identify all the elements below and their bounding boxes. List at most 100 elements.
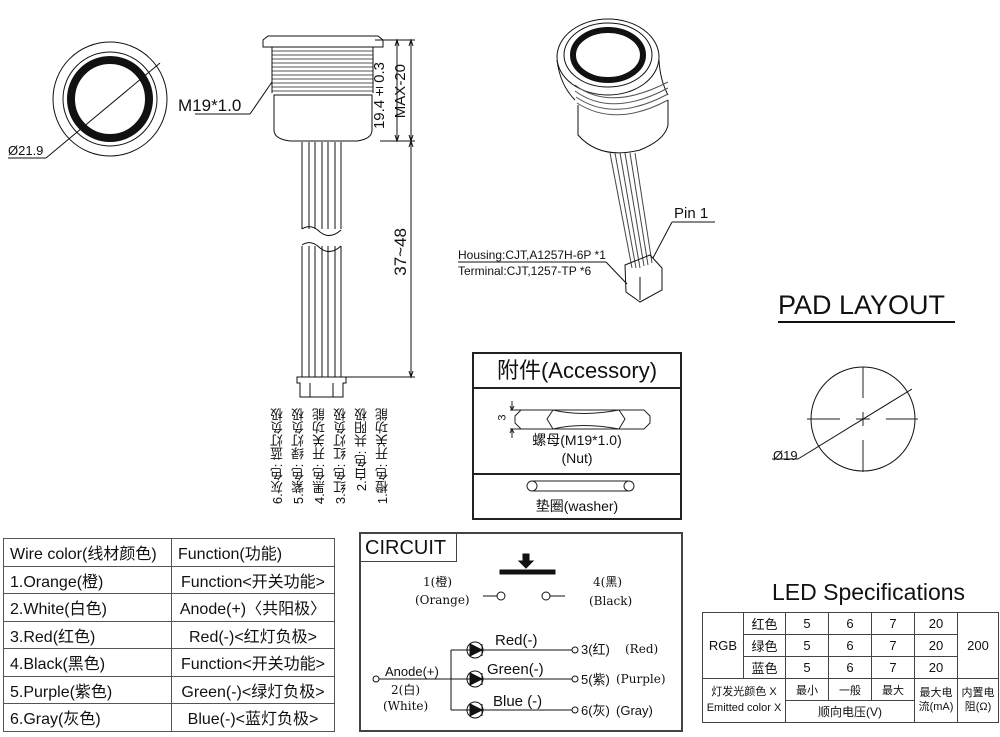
led-red-label: Red(-)	[495, 632, 538, 649]
pin1-leader	[652, 221, 673, 259]
circuit-title: CIRCUIT	[361, 534, 457, 562]
table-footer-row: 灯发光颜色 X Emitted color X 最小 一般 最大 最大电流(mA…	[702, 678, 999, 723]
switch-right-color: (Black)	[589, 594, 633, 608]
max-voltage-cell: 7	[871, 634, 915, 657]
side-view	[262, 35, 415, 398]
min-voltage-cell: 5	[785, 634, 829, 657]
table-header-row: Wire color(线材颜色) Function(功能)	[3, 538, 335, 567]
wire-legend-item: 3.红色: 红灯负极	[333, 408, 348, 505]
switch-bar	[499, 569, 556, 575]
table-row: 1.Orange(橙)Function<开关功能>	[3, 565, 335, 594]
nut-label-en: (Nut)	[561, 450, 593, 466]
function-cell: Function<开关功能>	[171, 648, 335, 677]
wire-color-cell: 4.Black(黑色)	[3, 648, 172, 677]
dim-cable-length: 37~48	[391, 228, 410, 276]
led-red-icon	[466, 641, 579, 659]
front-mid-circle	[62, 51, 158, 147]
circuit-box: CIRCUIT	[359, 532, 683, 732]
function-cell: Red(-)<红灯负极>	[171, 620, 335, 649]
thread-lines	[272, 50, 373, 92]
press-arrow-icon	[517, 553, 535, 569]
wire-legend-item: 4.黑色: 开关功能	[312, 408, 327, 505]
iso-view	[458, 18, 715, 303]
iso-light-ring	[570, 27, 646, 83]
switch-left-color: (Orange)	[415, 593, 470, 607]
min-voltage-cell: 5	[785, 656, 829, 679]
color-cell: 绿色	[743, 634, 786, 657]
terminal-label: Terminal:CJT,1257-TP *6	[458, 264, 592, 278]
wire-legend-item: 1.橙色: 开关功能	[375, 408, 390, 505]
wire-color-cell: 2.White(白色)	[3, 593, 172, 622]
max-voltage-cell: 7	[871, 612, 915, 635]
side-connector	[296, 376, 347, 398]
emitted-color-cn: 灯发光颜色 X	[711, 686, 777, 699]
accessory-box: 附件(Accessory) 3 螺母(M19*1.0) (Nut) 垫圈(was…	[472, 352, 682, 520]
side-body	[273, 94, 373, 142]
wire-color-table: Wire color(线材颜色) Function(功能) 1.Orange(橙…	[3, 538, 335, 732]
wire-color-cell: 6.Gray(灰色)	[3, 703, 172, 732]
color-cell: 红色	[743, 612, 786, 635]
led-green-pin: 5(紫)	[581, 672, 610, 687]
washer-icon	[526, 480, 635, 492]
rgb-group-cell: RGB	[702, 612, 744, 679]
cable-wires	[301, 142, 342, 377]
table-footer-row: 顺向电压(V)	[703, 700, 999, 723]
typ-header: 一般	[828, 678, 872, 701]
header-function: Function(功能)	[171, 538, 335, 567]
led-spec-title: LED Specifications	[772, 579, 966, 605]
washer-label: 垫圈(washer)	[535, 498, 619, 514]
iso-body	[577, 100, 669, 154]
wire-color-cell: 3.Red(红色)	[3, 620, 172, 649]
header-wire-color: Wire color(线材颜色)	[3, 538, 172, 567]
led-red-pin: 3(红)	[581, 642, 610, 657]
led-green-label: Green(-)	[487, 661, 544, 678]
min-header: 最小	[785, 678, 829, 701]
table-row: 蓝色 5 6 7 20	[703, 656, 999, 679]
resistor-cell: 200	[957, 612, 999, 679]
front-view	[8, 41, 273, 159]
washer-section: 垫圈(washer)	[474, 475, 680, 520]
pad-layout-title: PAD LAYOUT	[778, 290, 946, 320]
switch-left-pin: 1(橙)	[423, 575, 452, 589]
resistor-header: 内置电阻(Ω)	[957, 678, 999, 723]
thread-spec-label: M19*1.0	[178, 96, 242, 115]
table-row: RGB 红色 5 6 7 20 200	[702, 612, 999, 679]
wire-legend: 6.灰色: 蓝灯负极 5.紫色: 绿灯负极 4.黑色: 开关功能 3.红色: 红…	[270, 408, 391, 523]
typ-voltage-cell: 6	[828, 634, 872, 657]
wire-legend-item: 5.紫色: 绿灯负极	[291, 408, 306, 505]
max-voltage-cell: 7	[871, 656, 915, 679]
switch-right-pin: 4(黑)	[593, 575, 622, 589]
forward-voltage-header: 顺向电压(V)	[785, 700, 915, 723]
table-row: 4.Black(黑色)Function<开关功能>	[3, 648, 335, 677]
current-cell: 20	[914, 656, 958, 679]
wire-legend-item: 6.灰色: 蓝灯负极	[270, 408, 285, 505]
function-cell: Green(-)<绿灯负极>	[171, 675, 335, 704]
led-blue-color: (Gray)	[616, 703, 653, 718]
typ-voltage-cell: 6	[828, 612, 872, 635]
nut-label: 螺母(M19*1.0)	[532, 432, 622, 448]
bezel-flange	[262, 35, 384, 48]
pad-layout	[772, 321, 955, 472]
dim-body-height: 19.4±0.3	[371, 62, 388, 130]
led-blue-label: Blue (-)	[493, 693, 543, 710]
table-row: 5.Purple(紫色)Green(-)<绿灯负极>	[3, 675, 335, 704]
anode-color: (White)	[383, 699, 429, 713]
iso-connector	[624, 254, 663, 303]
switch-contact-left	[496, 591, 506, 601]
thread-leader	[249, 81, 273, 115]
wire-color-cell: 1.Orange(橙)	[3, 565, 172, 594]
iso-bezel	[556, 18, 660, 96]
nut-section: 3 螺母(M19*1.0) (Nut)	[474, 389, 680, 475]
table-row: 2.White(白色)Anode(+)〈共阳极〉	[3, 593, 335, 622]
current-header: 最大电流(mA)	[914, 678, 958, 723]
housing-label: Housing:CJT,A1257H-6P *1	[458, 248, 606, 262]
anode-label: Anode(+)	[385, 664, 439, 679]
wire-legend-item: 2.白色: 共阳极	[354, 408, 369, 492]
front-light-ring	[67, 56, 153, 142]
front-diameter-label: Ø21.9	[8, 143, 44, 158]
led-blue-icon	[466, 701, 579, 719]
led-blue-pin: 6(灰)	[581, 703, 610, 718]
iso-wires	[609, 152, 653, 269]
pin1-label: Pin 1	[674, 205, 709, 222]
